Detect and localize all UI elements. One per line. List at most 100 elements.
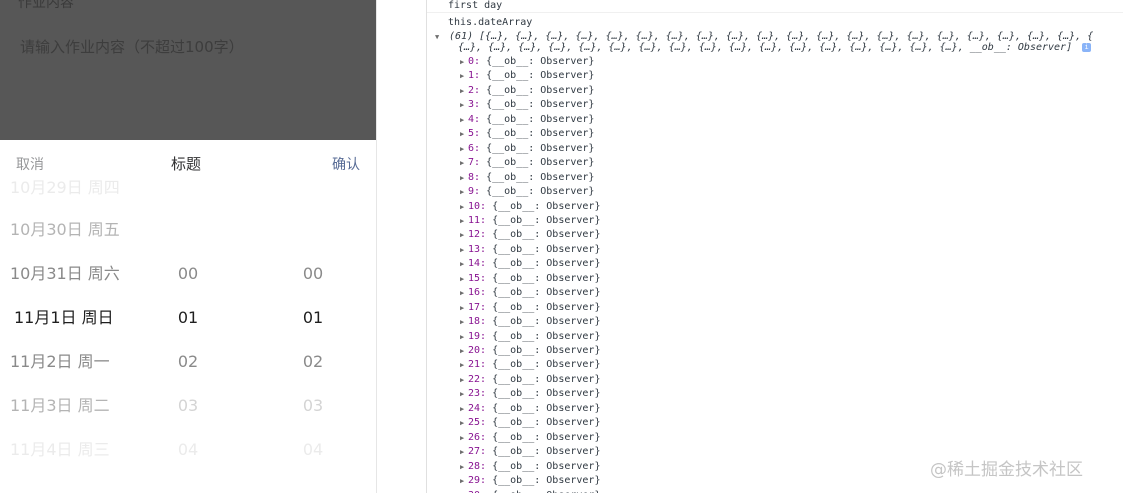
expand-triangle-icon[interactable]: ▶ [460, 448, 465, 457]
minute-option[interactable]: 02 [302, 352, 324, 371]
expand-triangle-icon[interactable]: ▶ [460, 231, 465, 240]
hour-option[interactable]: 03 [177, 396, 199, 415]
expand-triangle-icon[interactable]: ▶ [460, 289, 465, 298]
hour-option-selected[interactable]: 01 [177, 308, 199, 327]
expand-triangle-icon[interactable]: ▶ [460, 58, 465, 66]
expand-triangle-icon[interactable]: ▶ [460, 144, 465, 153]
array-entry[interactable]: ▶7: {__ob__: Observer} [427, 156, 1123, 170]
array-entry[interactable]: ▶13: {__ob__: Observer} [427, 243, 1123, 257]
expand-triangle-icon[interactable]: ▶ [460, 318, 465, 327]
expand-triangle-icon[interactable]: ▶ [460, 390, 465, 399]
array-entry[interactable]: ▶21: {__ob__: Observer} [427, 358, 1123, 372]
array-entry[interactable]: ▶4: {__ob__: Observer} [427, 113, 1123, 127]
array-entry[interactable]: ▶18: {__ob__: Observer} [427, 315, 1123, 329]
expand-triangle-icon[interactable]: ▶ [460, 245, 465, 254]
cancel-button[interactable]: 取消 [16, 157, 44, 173]
expand-triangle-icon[interactable]: ▶ [460, 86, 465, 95]
expand-triangle-icon[interactable]: ▶ [460, 130, 465, 139]
array-entry[interactable]: ▶9: {__ob__: Observer} [427, 185, 1123, 199]
date-column[interactable]: 10月29日 周四 10月30日 周五 10月31日 周六 11月1日 周日 1… [0, 180, 130, 493]
expand-triangle-icon[interactable]: ▶ [460, 419, 465, 428]
array-entry[interactable]: ▶22: {__ob__: Observer} [427, 373, 1123, 387]
expand-triangle-icon[interactable]: ▶ [460, 375, 465, 384]
array-entry[interactable]: ▶15: {__ob__: Observer} [427, 272, 1123, 286]
array-entry[interactable]: ▶11: {__ob__: Observer} [427, 214, 1123, 228]
expand-triangle-icon[interactable]: ▶ [460, 101, 465, 110]
expand-triangle-icon[interactable]: ▶ [460, 115, 465, 124]
expand-triangle-icon[interactable]: ▶ [460, 332, 465, 341]
expand-triangle-icon[interactable]: ▶ [460, 159, 465, 168]
date-option-selected[interactable]: 11月1日 周日 [14, 308, 114, 327]
array-entry[interactable]: ▶14: {__ob__: Observer} [427, 257, 1123, 271]
array-entry[interactable]: ▶30: {__ob__: Observer} [427, 489, 1123, 493]
array-entry[interactable]: ▶28: {__ob__: Observer} [427, 460, 1123, 474]
expand-triangle-icon[interactable]: ▶ [460, 260, 465, 269]
expand-triangle-icon[interactable]: ▶ [460, 433, 465, 442]
entry-index: 8: [468, 171, 481, 183]
array-entry[interactable]: ▶23: {__ob__: Observer} [427, 387, 1123, 401]
date-option[interactable]: 11月3日 周二 [10, 396, 110, 415]
entry-value: {__ob__: Observer} [492, 229, 601, 241]
expand-triangle-icon[interactable]: ▶ [460, 404, 465, 413]
minute-option[interactable]: 00 [302, 264, 324, 283]
array-entry[interactable]: ▶16: {__ob__: Observer} [427, 286, 1123, 300]
array-entry[interactable]: ▶0: {__ob__: Observer} [427, 55, 1123, 69]
array-summary[interactable]: ▼ (61) [{…}, {…}, {…}, {…}, {…}, {…}, {…… [427, 30, 1123, 44]
date-option[interactable]: 11月4日 周三 [10, 440, 110, 459]
array-entry[interactable]: ▶26: {__ob__: Observer} [427, 431, 1123, 445]
array-entry[interactable]: ▶5: {__ob__: Observer} [427, 127, 1123, 141]
entry-index: 25: [468, 417, 487, 429]
expand-triangle-icon[interactable]: ▶ [460, 361, 465, 370]
hour-option[interactable]: 02 [177, 352, 199, 371]
collapse-triangle-icon[interactable]: ▼ [435, 33, 440, 41]
array-entry[interactable]: ▶12: {__ob__: Observer} [427, 228, 1123, 242]
array-entry[interactable]: ▶3: {__ob__: Observer} [427, 98, 1123, 112]
expand-triangle-icon[interactable]: ▶ [460, 202, 465, 211]
minute-option[interactable]: 03 [302, 396, 324, 415]
expand-triangle-icon[interactable]: ▶ [460, 477, 465, 486]
expand-triangle-icon[interactable]: ▶ [460, 188, 465, 197]
array-entry[interactable]: ▶1: {__ob__: Observer} [427, 69, 1123, 83]
entry-index: 20: [468, 345, 487, 356]
array-entry[interactable]: ▶20: {__ob__: Observer} [427, 344, 1123, 358]
homework-content-label: 作业内容 [18, 0, 74, 11]
expand-triangle-icon[interactable]: ▶ [460, 462, 465, 471]
hour-option[interactable]: 00 [177, 264, 199, 283]
dimmed-form-overlay[interactable]: 作业内容 请输入作业内容（不超过100字） [0, 0, 376, 140]
minute-option-selected[interactable]: 01 [302, 308, 324, 327]
minute-column[interactable]: 00 01 02 03 04 [250, 180, 376, 493]
hour-column[interactable]: 00 01 02 03 04 [130, 180, 246, 493]
array-entry[interactable]: ▶6: {__ob__: Observer} [427, 142, 1123, 156]
expand-triangle-icon[interactable]: ▶ [460, 274, 465, 283]
entry-value: {__ob__: Observer} [486, 186, 595, 198]
array-entry[interactable]: ▶17: {__ob__: Observer} [427, 301, 1123, 315]
array-entry[interactable]: ▶2: {__ob__: Observer} [427, 84, 1123, 98]
hour-option[interactable]: 04 [177, 440, 199, 459]
date-option[interactable]: 11月2日 周一 [10, 352, 110, 371]
array-entry[interactable]: ▶19: {__ob__: Observer} [427, 330, 1123, 344]
expand-triangle-icon[interactable]: ▶ [460, 347, 465, 355]
entry-index: 10: [468, 200, 487, 212]
expand-triangle-icon[interactable]: ▶ [460, 489, 468, 493]
array-entry[interactable]: ▶24: {__ob__: Observer} [427, 402, 1123, 416]
array-entry[interactable]: ▶29: {__ob__: Observer} [427, 474, 1123, 488]
entry-index: 30: [468, 490, 486, 493]
entry-index: 5: [468, 128, 481, 140]
expand-triangle-icon[interactable]: ▶ [460, 72, 465, 81]
entry-index: 6: [468, 142, 481, 154]
entry-index: 16: [468, 287, 487, 299]
confirm-button[interactable]: 确认 [332, 157, 360, 173]
expand-triangle-icon[interactable]: ▶ [460, 303, 465, 312]
entry-index: 4: [468, 113, 481, 125]
expand-triangle-icon[interactable]: ▶ [460, 216, 465, 225]
array-entry[interactable]: ▶27: {__ob__: Observer} [427, 445, 1123, 459]
array-entry[interactable]: ▶10: {__ob__: Observer} [427, 200, 1123, 214]
date-option[interactable]: 10月31日 周六 [10, 264, 120, 283]
array-entry[interactable]: ▶8: {__ob__: Observer} [427, 171, 1123, 185]
date-option[interactable]: 10月29日 周四 [10, 180, 120, 197]
array-entry[interactable]: ▶25: {__ob__: Observer} [427, 416, 1123, 430]
minute-option[interactable]: 04 [302, 440, 324, 459]
info-icon[interactable]: i [1082, 42, 1092, 52]
expand-triangle-icon[interactable]: ▶ [460, 173, 465, 182]
date-option[interactable]: 10月30日 周五 [10, 220, 120, 239]
